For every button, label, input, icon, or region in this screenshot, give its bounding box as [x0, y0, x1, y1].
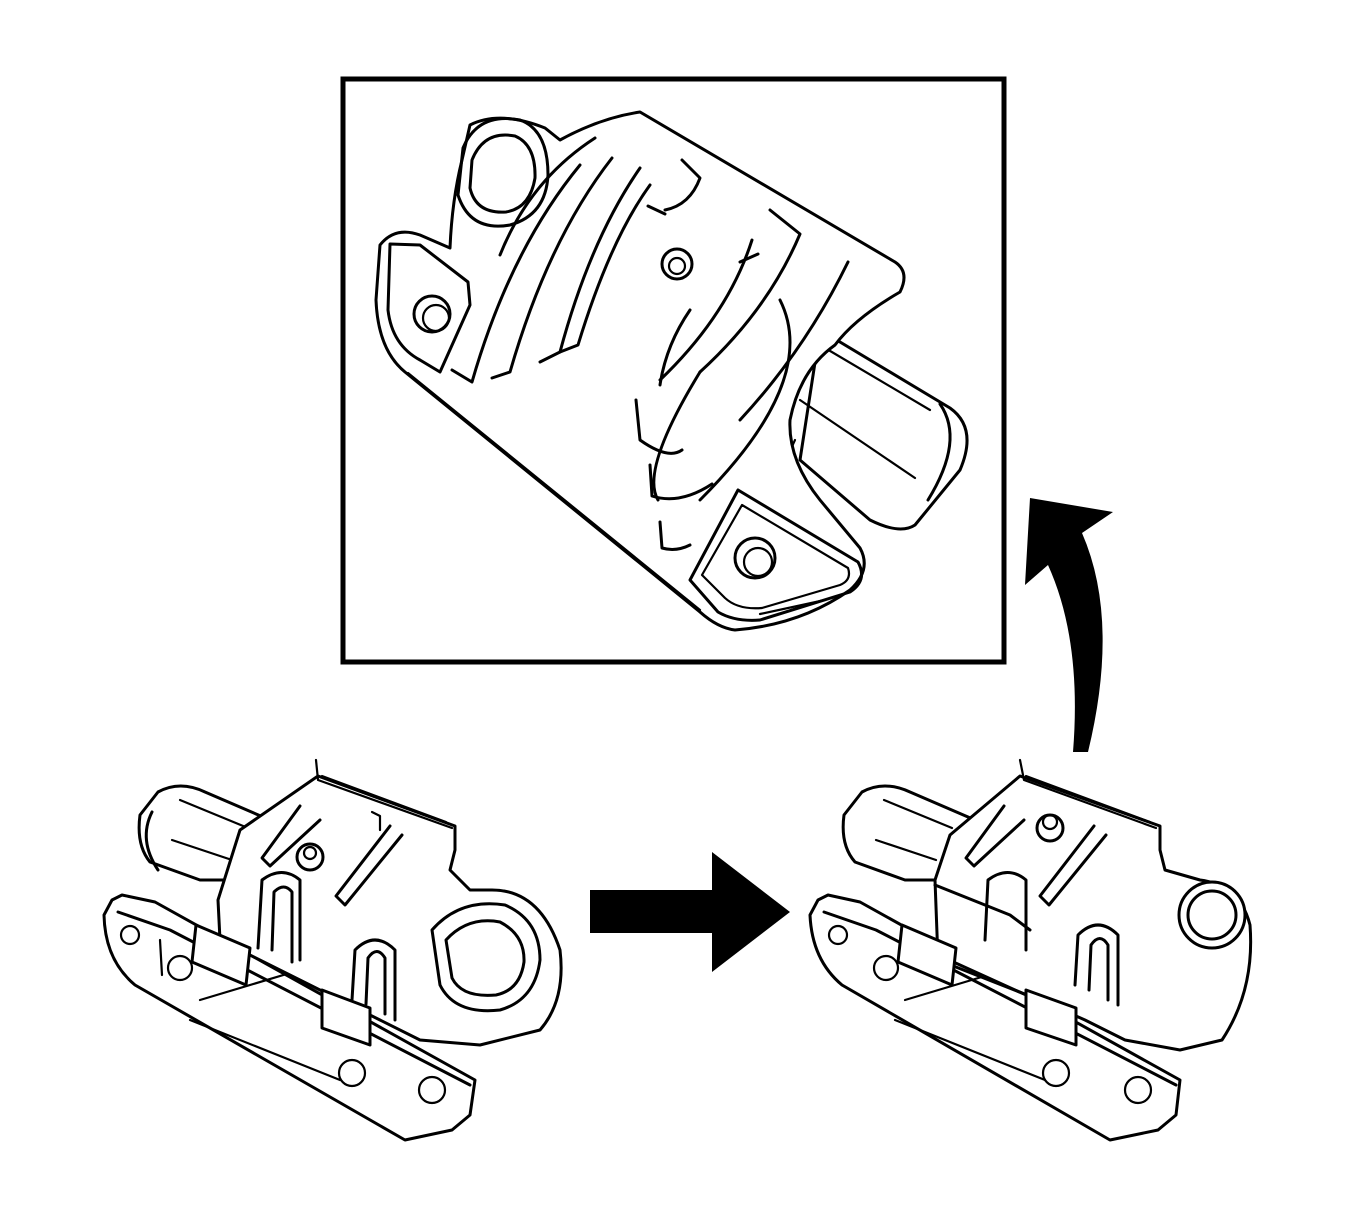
right-arrow	[590, 852, 790, 972]
assembly-after	[808, 758, 1253, 1142]
assembly-before	[102, 758, 563, 1142]
detail-module-view	[374, 110, 969, 632]
curved-up-arrow	[1025, 498, 1113, 752]
detail-inset	[340, 76, 1007, 665]
